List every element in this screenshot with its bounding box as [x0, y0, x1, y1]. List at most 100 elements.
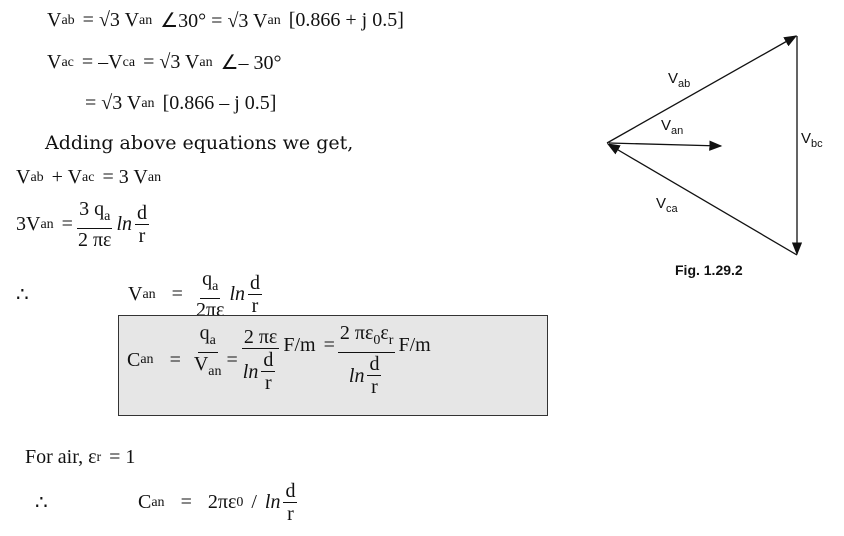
num: d — [283, 480, 298, 503]
eq-text: [0.866 – j 0.5] — [162, 92, 277, 114]
eq-text: C — [127, 348, 141, 371]
eq-sub: an — [40, 216, 54, 232]
eq-text: 2πε — [207, 491, 237, 513]
eq-text: = –V — [81, 51, 123, 73]
den: r — [251, 295, 259, 317]
num: 3 q — [79, 198, 105, 220]
boxed-result — [118, 315, 548, 416]
eq-sub: ac — [82, 169, 95, 185]
den: r — [287, 503, 294, 525]
lbl: V — [661, 117, 672, 134]
eq-text: ∠30° = √3 V — [160, 10, 268, 32]
eq-text: + V — [51, 166, 83, 188]
ln: ln — [264, 491, 281, 513]
eq-text: V — [47, 51, 62, 73]
eq-sub: an — [142, 286, 156, 302]
eq-sub: an — [139, 12, 153, 28]
fraction: 3 qa 2 πε — [76, 198, 114, 251]
num: q — [199, 322, 210, 344]
figure-caption: Fig. 1.29.2 — [675, 262, 743, 278]
den: r — [138, 225, 146, 247]
num: d — [248, 272, 263, 295]
den: r — [371, 376, 378, 398]
num: d — [135, 202, 150, 225]
ln: ln — [242, 360, 259, 383]
eq-text: = — [180, 491, 192, 513]
ln: ln — [229, 283, 246, 305]
lbl: V — [656, 195, 667, 212]
num-sub: r — [388, 333, 394, 348]
eq-text: V — [128, 283, 143, 305]
den: V — [193, 353, 209, 375]
eq-text: = 1 — [109, 446, 136, 468]
lbl: V — [668, 70, 679, 87]
lbl-sub: ab — [678, 78, 691, 90]
eq-text: V — [16, 166, 31, 188]
eq-sub: an — [141, 95, 155, 111]
den: r — [265, 372, 272, 394]
vca-label: Vca — [656, 195, 678, 215]
eq-text: [0.866 + j 0.5] — [288, 9, 404, 31]
num: ε — [380, 322, 389, 344]
den: 2 πε — [77, 229, 112, 251]
eq-text: = 3 V — [102, 166, 148, 188]
lbl-sub: an — [671, 125, 684, 137]
den-sub: an — [208, 364, 222, 379]
lbl: V — [801, 130, 812, 147]
vab-arrow — [606, 35, 798, 144]
eq-sub: an — [199, 54, 213, 70]
eq-text: For air, ε — [25, 446, 97, 468]
ln: ln — [348, 364, 365, 387]
eq-text: V — [47, 9, 62, 31]
eq-text: ∠– 30° — [220, 52, 282, 74]
num: d — [261, 349, 276, 372]
eq-sub: ab — [61, 12, 75, 28]
num: d — [367, 353, 382, 376]
num-sub: a — [209, 333, 216, 348]
unit: F/m — [398, 334, 431, 356]
eq-sub: an — [140, 352, 154, 367]
vca-arrow — [606, 143, 798, 256]
lbl-sub: ca — [666, 203, 678, 215]
eq-text: = — [169, 348, 181, 371]
van-arrow — [608, 140, 723, 151]
num-sub: a — [104, 209, 111, 224]
num: q — [202, 268, 213, 290]
ln: ln — [116, 213, 133, 235]
therefore: ∴ — [35, 492, 48, 514]
vab-label: Vab — [668, 70, 690, 90]
num: 2 πε — [339, 322, 374, 344]
eq-text: = — [61, 213, 73, 235]
van-label: Van — [661, 117, 683, 137]
eq-sub: r — [96, 449, 102, 465]
eq-sub: an — [267, 12, 281, 28]
eq-text: = — [323, 334, 335, 356]
eq-sub: ab — [30, 169, 44, 185]
num: 2 πε — [241, 326, 280, 349]
eq-text: = √3 V — [143, 51, 200, 73]
eq-sub: 0 — [236, 494, 244, 510]
eq-text: = — [226, 348, 238, 371]
therefore: ∴ — [16, 284, 29, 306]
eq-sub: ac — [61, 54, 74, 70]
adding-text: Adding above equations we get, — [45, 132, 354, 154]
num-sub: 0 — [373, 333, 381, 348]
vbc-label: Vbc — [801, 130, 823, 150]
eq-text: = √3 V — [85, 92, 142, 114]
eq-text: / — [251, 491, 257, 513]
eq-text: C — [138, 491, 152, 513]
